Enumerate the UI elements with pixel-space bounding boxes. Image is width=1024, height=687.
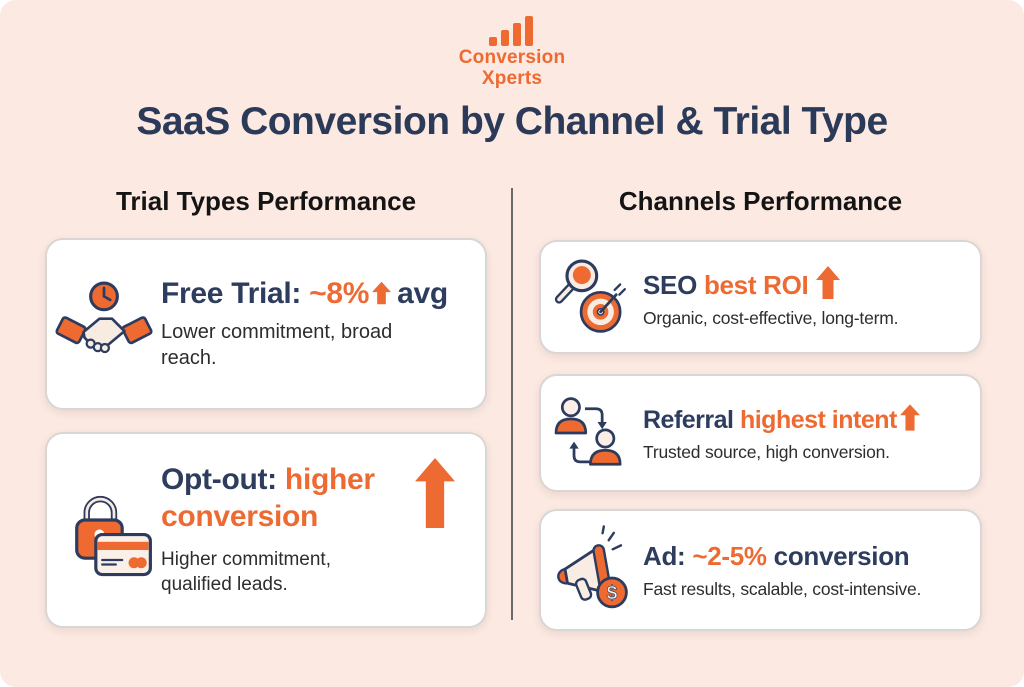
column-header-channels: Channels Performance	[618, 186, 903, 216]
up-arrow-icon	[372, 281, 392, 305]
title-text: Referral	[643, 406, 740, 434]
title-highlight: highest intent	[739, 406, 897, 434]
card-title: Opt-out: higher conversion	[161, 462, 407, 535]
card-free-trial: Free Trial: ~8% avg Lower commitment, bro…	[45, 238, 487, 410]
magnifier-target-icon	[541, 251, 643, 343]
title-highlight: ~2-5%	[692, 540, 767, 571]
card-subtitle: Lower commitment, broad reach.	[161, 321, 393, 369]
referral-people-icon	[541, 387, 643, 479]
card-title: SEO best ROI	[643, 265, 972, 301]
title-highlight: ~8%	[309, 277, 370, 310]
up-arrow-icon	[899, 404, 920, 431]
svg-text:$: $	[607, 583, 618, 604]
title-highlight: higher conversion	[161, 463, 375, 533]
title-text-2: avg	[397, 277, 448, 310]
logo-name-line1: Conversion	[458, 47, 566, 68]
logo-name-line2: Xperts	[481, 67, 543, 89]
handshake-clock-icon	[47, 275, 161, 373]
up-arrow-icon	[415, 458, 455, 528]
column-divider	[511, 188, 513, 620]
title-text: Opt-out:	[161, 463, 285, 497]
page-title: SaaS Conversion by Channel & Trial Type	[136, 100, 888, 143]
column-header-trial-types: Trial Types Performance	[115, 186, 417, 216]
title-text: SEO	[643, 269, 704, 300]
logo: Conversion Xperts	[0, 16, 1024, 90]
card-subtitle: Organic, cost-effective, long-term.	[643, 307, 899, 328]
card-referral: Referral highest intent Trusted source, …	[539, 374, 982, 492]
lock-credit-card-icon	[47, 475, 161, 585]
card-ad: $ Ad: ~2-5% conversion Fast results, sca…	[539, 509, 982, 631]
bar-chart-icon	[489, 16, 533, 46]
card-subtitle: Trusted source, high conversion.	[643, 442, 890, 462]
card-subtitle: Fast results, scalable, cost-intensive.	[643, 578, 922, 599]
card-title: Ad: ~2-5% conversion	[643, 541, 972, 572]
card-title: Free Trial: ~8% avg	[161, 277, 477, 311]
card-subtitle: Higher commitment, qualified leads.	[161, 549, 331, 596]
up-arrow-icon	[816, 265, 841, 299]
title-highlight: best ROI	[703, 269, 809, 300]
title-text-2: conversion	[766, 540, 910, 571]
card-seo: SEO best ROI Organic, cost-effective, lo…	[539, 240, 982, 354]
title-text: Free Trial:	[161, 277, 310, 310]
megaphone-dollar-icon: $	[541, 523, 643, 617]
card-opt-out: Opt-out: higher conversion Higher commit…	[45, 432, 487, 628]
title-text: Ad:	[643, 540, 693, 571]
card-title: Referral highest intent	[643, 403, 972, 435]
